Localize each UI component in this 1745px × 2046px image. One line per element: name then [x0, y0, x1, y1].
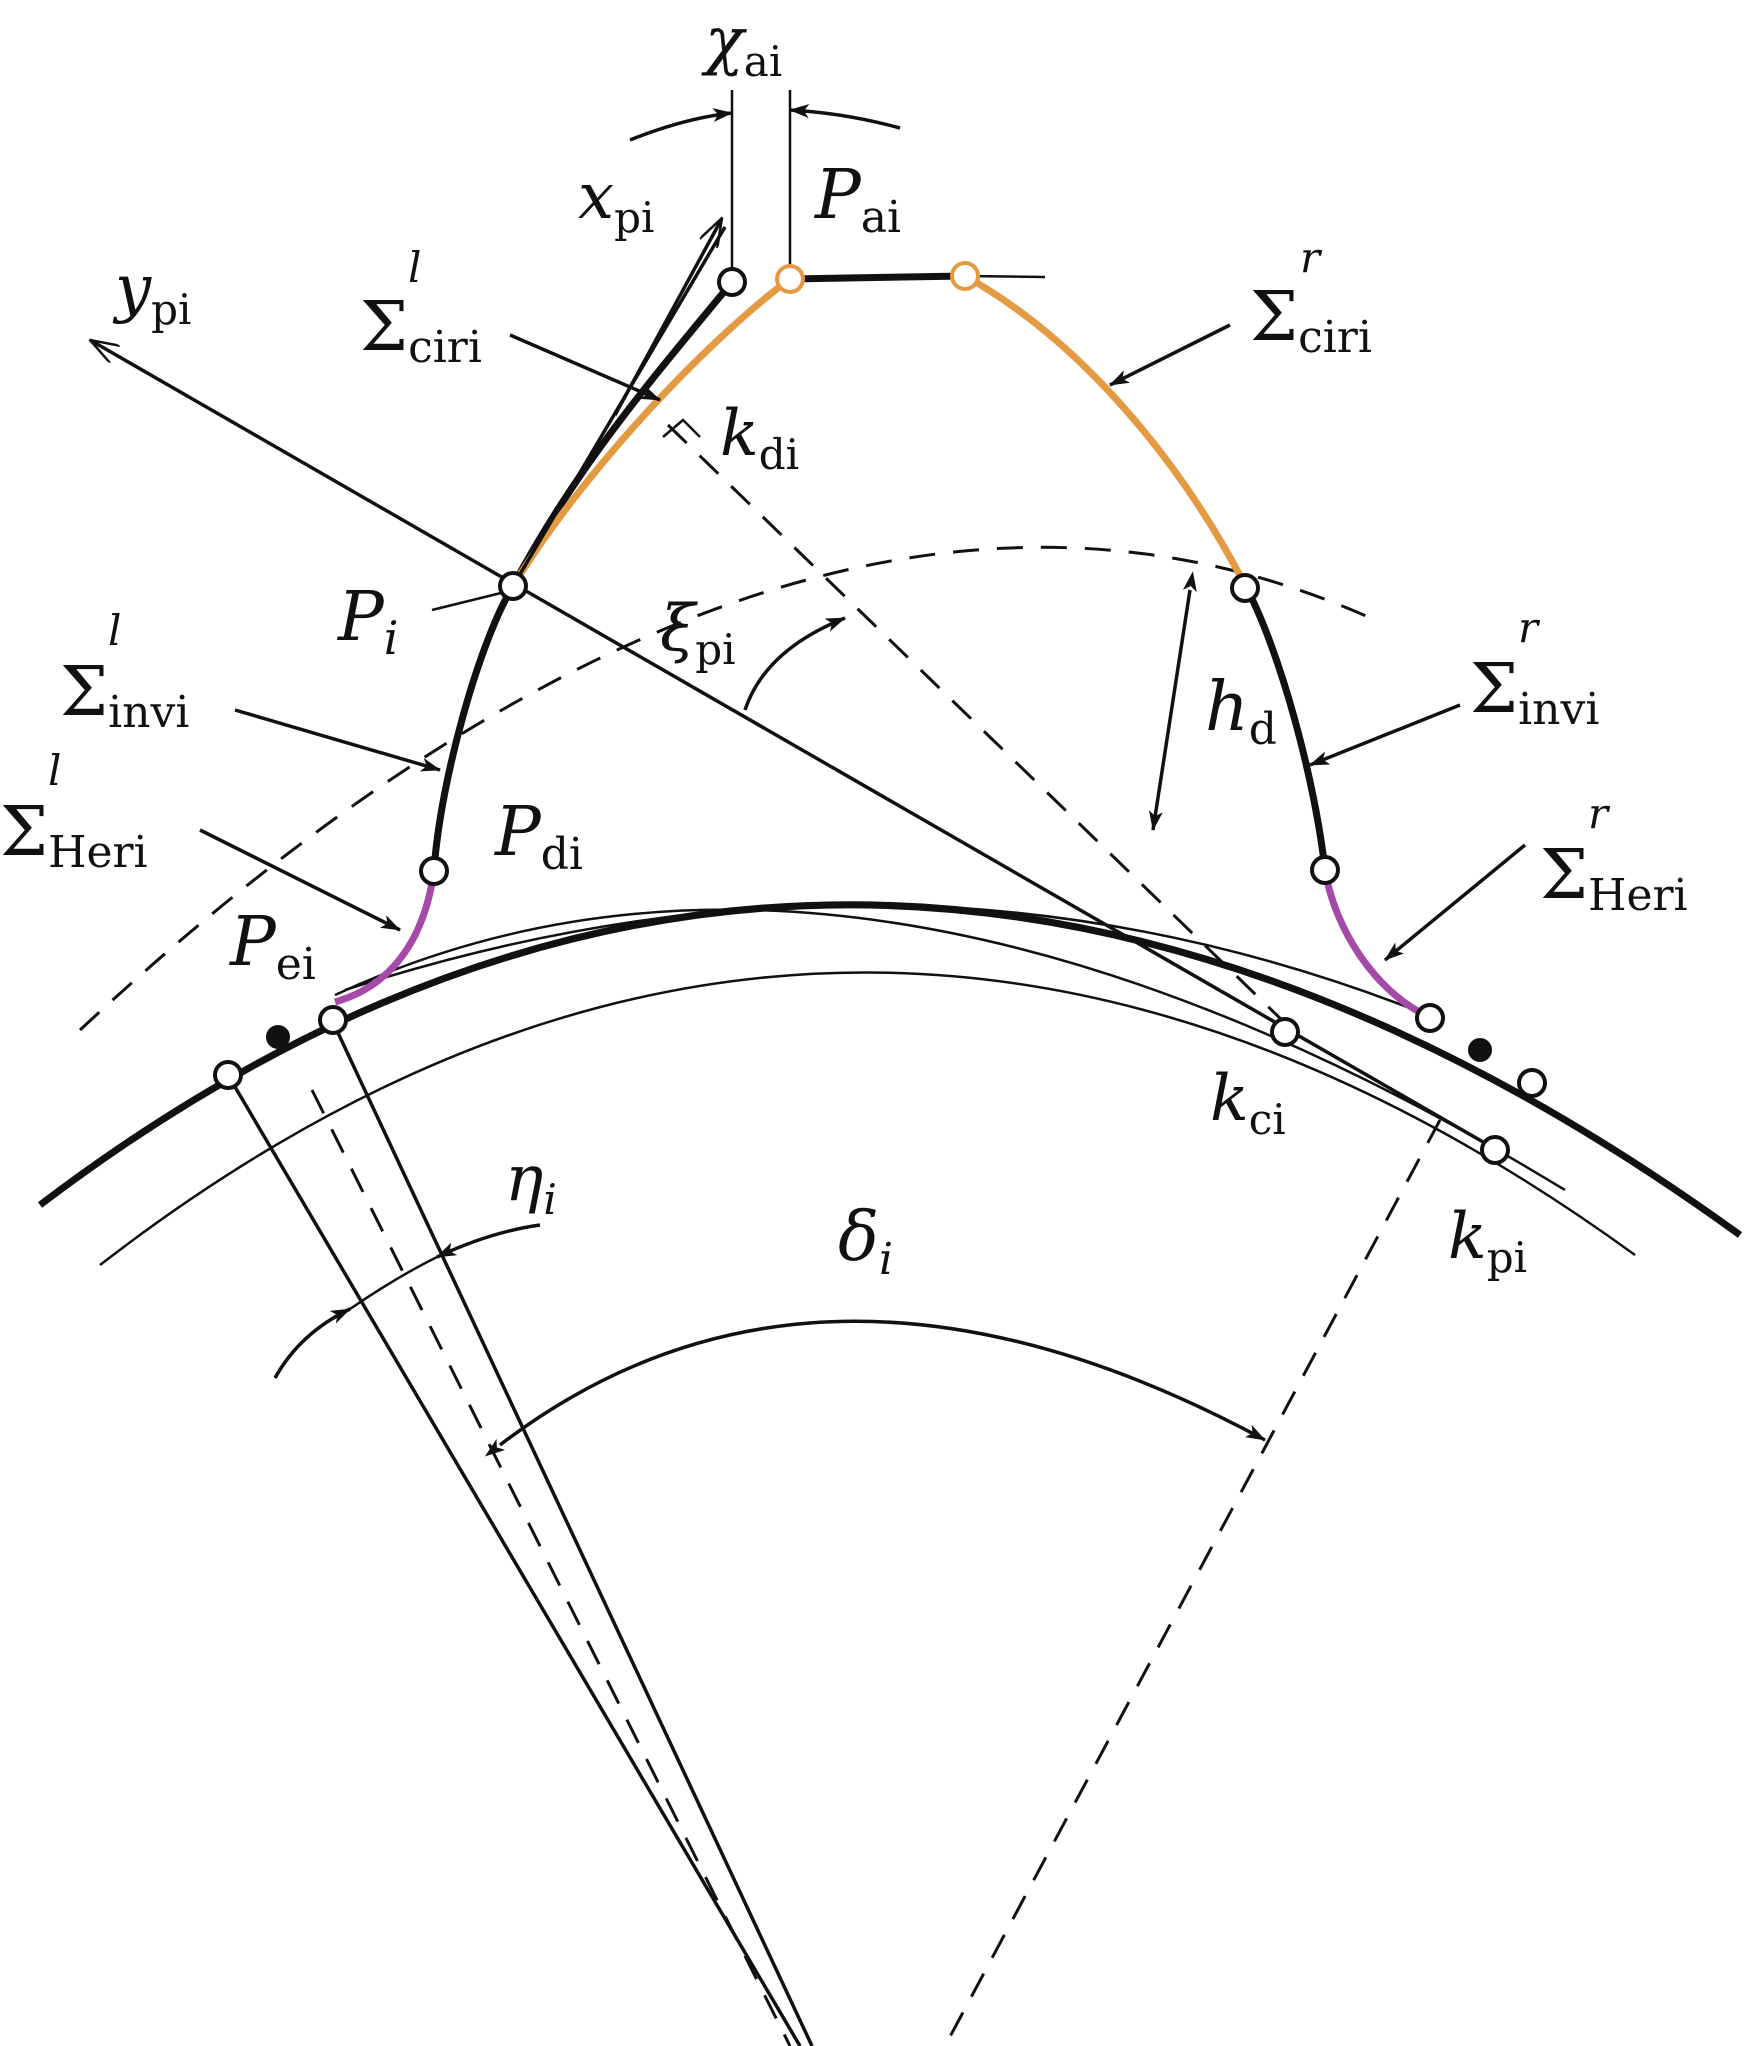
label-P-ai: Pai [813, 156, 901, 243]
node-P-i [498, 571, 528, 601]
dashed-right-radial [943, 1119, 1442, 2046]
node-right-involute-start [1230, 573, 1260, 603]
left-tip-arc-orange [510, 276, 793, 588]
eta-arrow-left [273, 1307, 351, 1379]
middle-arc [334, 908, 1566, 1192]
x-axis-line-2 [613, 221, 722, 416]
node-tip-right-orange [950, 261, 980, 291]
label-xi-pi: ξpi [660, 592, 736, 674]
y-axis [90, 340, 1498, 1152]
right-fillet-purple [1321, 869, 1427, 1019]
label-sigma-heri-r: ΣHeri [1540, 836, 1688, 921]
left-radial-2 [330, 1019, 814, 2046]
label-sigma-invi-r-sup: r [1518, 603, 1541, 652]
label-k-ci: kci [1210, 1062, 1286, 1144]
left-fillet-purple [334, 870, 438, 1006]
label-k-di: kdi [720, 397, 799, 479]
node-right-fillet-start [1310, 855, 1340, 885]
label-P-ei: Pei [228, 903, 316, 990]
dashed-left-radial [310, 1089, 792, 2046]
label-sigma-heri-l-sup: l [48, 746, 61, 795]
label-sigma-ciri-l: Σciri [360, 288, 482, 373]
eta-arrow-right [436, 1223, 541, 1259]
x-axis-arrow [705, 218, 722, 251]
leader-sigma-heri-r [1383, 843, 1527, 962]
label-y-pi: ypi [112, 252, 191, 334]
node-P-ei [318, 1005, 348, 1035]
delta-arc-arrow [484, 1319, 1266, 1457]
top-land [789, 272, 966, 283]
label-sigma-heri-r-sup: r [1588, 789, 1611, 838]
label-k-pi: kpi [1448, 1200, 1527, 1282]
node-right-fillet-end [1415, 1003, 1445, 1033]
leader-sigma-invi-l [234, 708, 441, 772]
node-P-di [419, 856, 449, 886]
chi-arrow-left [629, 108, 733, 142]
left-radial-1 [226, 1074, 802, 2046]
left-involute-flank [430, 584, 516, 872]
xi-arc-arrow [743, 616, 846, 711]
label-chi-ai: χai [701, 4, 782, 86]
label-sigma-invi-r: Σinvi [1470, 650, 1599, 735]
hd-arrow [1148, 571, 1197, 831]
label-P-i: Pi [336, 578, 398, 665]
right-tip-arc-orange [963, 272, 1249, 587]
node-left-root-white [213, 1060, 243, 1090]
inner-arc [99, 971, 1636, 1266]
label-h-d: hd [1205, 668, 1277, 755]
leader-P-i [431, 590, 506, 612]
leader-sigma-heri-l [199, 828, 401, 932]
node-tip-left-black [717, 267, 747, 297]
label-eta-i: ηi [505, 1142, 557, 1224]
label-sigma-ciri-l-sup: l [408, 243, 421, 292]
node-k-pi [1480, 1135, 1510, 1165]
chi-arrow-right [789, 104, 901, 130]
leader-sigma-ciri-r [1109, 323, 1231, 387]
label-sigma-invi-l: Σinvi [60, 653, 189, 738]
label-sigma-ciri-r-sup: r [1300, 233, 1323, 282]
right-involute-flank [1241, 583, 1329, 871]
base-arc [344, 903, 1416, 1012]
node-right-root-white [1517, 1068, 1547, 1098]
node-left-root-black [266, 1025, 290, 1049]
node-P-ai [775, 264, 805, 294]
right-angle-mark [662, 418, 701, 438]
label-delta-i: δi [838, 1198, 893, 1285]
dashed-normal-kd [666, 423, 1289, 1027]
addendum-dashed-arc [78, 545, 1376, 1032]
label-sigma-ciri-r: Σciri [1250, 278, 1372, 363]
leader-sigma-ciri-l [509, 333, 661, 402]
node-right-root-black [1468, 1038, 1492, 1062]
label-P-di: Pdi [493, 793, 583, 880]
leader-sigma-invi-r [1309, 703, 1461, 767]
eta-arc-between [349, 1255, 438, 1311]
label-x-pi: xpi [578, 160, 654, 242]
label-sigma-invi-l-sup: l [108, 606, 121, 655]
node-k-ci [1270, 1017, 1300, 1047]
label-sigma-heri-l: ΣHeri [0, 793, 148, 878]
